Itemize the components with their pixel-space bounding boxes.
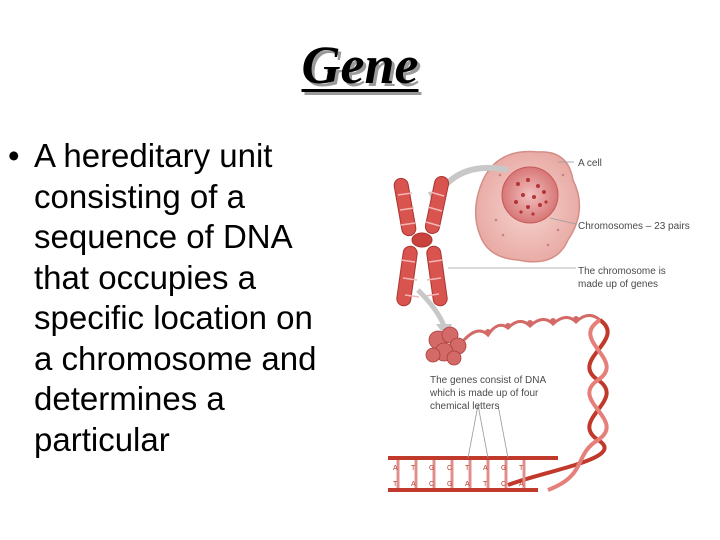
chromosome-bands bbox=[397, 191, 445, 298]
dna-bases-bottom: T A C G A T C A bbox=[393, 481, 524, 488]
label-chromosome-line2: made up of genes bbox=[578, 279, 658, 290]
label-cell: A cell bbox=[578, 158, 602, 169]
svg-text:A: A bbox=[393, 465, 398, 472]
dna-ladder bbox=[388, 456, 558, 492]
svg-text:A: A bbox=[519, 481, 524, 488]
label-dna-line3: chemical letters bbox=[430, 401, 499, 412]
svg-text:C: C bbox=[501, 481, 506, 488]
svg-text:T: T bbox=[393, 481, 398, 488]
chromatin-coil bbox=[425, 326, 467, 366]
chromatin-strand bbox=[462, 314, 601, 342]
label-dna-line2: which is made up of four bbox=[429, 388, 539, 399]
dna-strand-2 bbox=[547, 318, 609, 492]
slide-title: Gene bbox=[301, 35, 419, 95]
svg-text:G: G bbox=[429, 465, 434, 472]
svg-text:A: A bbox=[483, 465, 488, 472]
svg-text:G: G bbox=[447, 481, 452, 488]
dna-bases-top: A T G C T A G T bbox=[393, 465, 524, 472]
gene-diagram: A T G C T A G T T A C G A T C A A cell C… bbox=[388, 150, 690, 492]
svg-text:A: A bbox=[465, 481, 470, 488]
label-chromosomes: Chromosomes – 23 pairs bbox=[578, 221, 690, 232]
cell-illustration bbox=[474, 150, 581, 263]
svg-text:G: G bbox=[501, 465, 506, 472]
svg-text:C: C bbox=[429, 481, 434, 488]
svg-text:T: T bbox=[465, 465, 470, 472]
svg-text:C: C bbox=[447, 465, 452, 472]
label-chromosome-line1: The chromosome is bbox=[578, 266, 666, 277]
svg-text:T: T bbox=[411, 465, 416, 472]
svg-text:T: T bbox=[483, 481, 488, 488]
bullet-text: A hereditary unit consisting of a sequen… bbox=[34, 137, 317, 458]
chromosome-to-dna-arrow bbox=[416, 288, 447, 327]
svg-text:A: A bbox=[411, 481, 416, 488]
leader-lines bbox=[448, 161, 577, 459]
label-dna-line1: The genes consist of DNA bbox=[430, 375, 546, 386]
bullet-marker: • bbox=[8, 137, 20, 174]
bullet-item: • A hereditary unit consisting of a sequ… bbox=[8, 136, 388, 460]
svg-text:T: T bbox=[519, 465, 524, 472]
nucleosomes bbox=[485, 316, 579, 335]
